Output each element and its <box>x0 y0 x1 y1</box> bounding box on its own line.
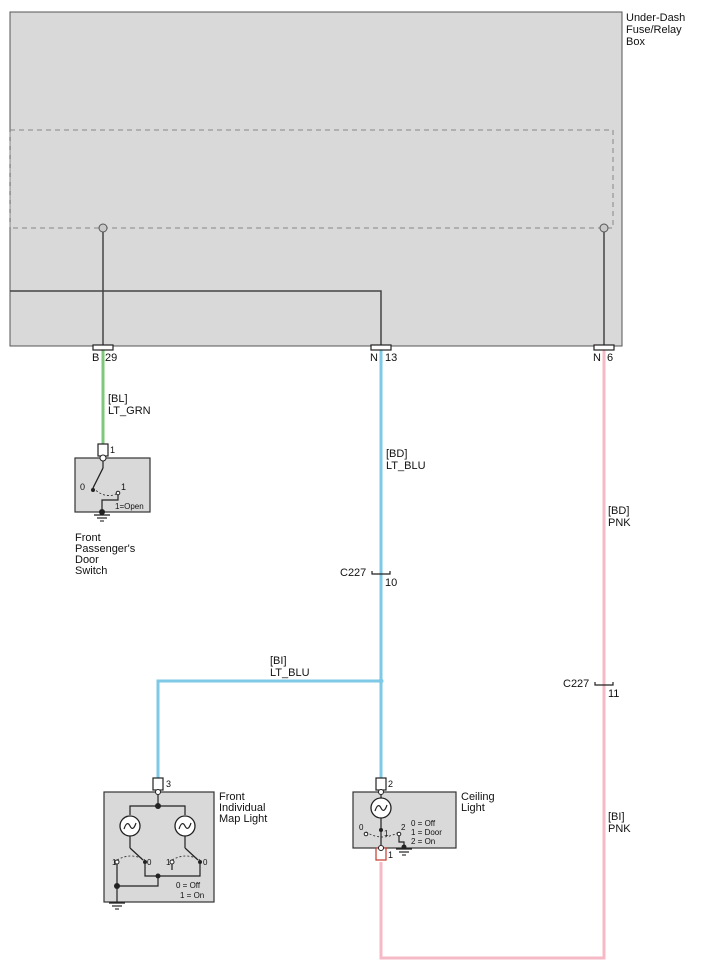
door-switch-label-line4: Switch <box>75 565 107 577</box>
door-switch-label-line1: Front <box>75 532 101 544</box>
fuse-box-node-right <box>599 223 609 233</box>
map-light-label-line1: Front <box>219 791 245 803</box>
pin-b29-number: 29 <box>105 352 117 364</box>
map-light-mark-right-1: 1 <box>166 858 171 867</box>
wire-pink-bottom-circuit: [BI] <box>608 811 625 823</box>
wire-blue-branch-color: LT_BLU <box>270 667 310 679</box>
pin-n13-number: 13 <box>385 352 397 364</box>
connector-c227-blue-name: C227 <box>340 567 366 579</box>
wire-pnk <box>379 350 606 960</box>
door-switch-pin-terminal <box>97 443 109 457</box>
fuse-box-title-line3: Box <box>626 36 645 48</box>
ceiling-light-pin-top-terminal <box>375 777 387 791</box>
fuse-box-title-line1: Under-Dash <box>626 12 685 24</box>
splice-node <box>378 678 384 684</box>
door-switch-label-line2: Passenger's <box>75 543 136 555</box>
map-light <box>103 777 215 910</box>
pin-n6-number: 6 <box>607 352 613 364</box>
door-switch-pin-number: 1 <box>110 445 115 455</box>
ceiling-light <box>352 777 457 861</box>
ceiling-light-label-line1: Ceiling <box>461 791 495 803</box>
pin-b29 <box>92 344 114 351</box>
ceiling-light-legend-on: 2 = On <box>411 837 435 846</box>
door-switch-contact <box>99 454 107 462</box>
map-light-mark-left-0: 0 <box>147 858 152 867</box>
connector-c227-blue-pin: 10 <box>385 577 397 589</box>
ceiling-light-mark-2: 2 <box>401 823 406 832</box>
map-light-pin-number: 3 <box>166 779 171 789</box>
door-switch-blade <box>92 467 104 489</box>
map-light-body <box>103 791 215 903</box>
door-switch-state-1: 1 <box>121 482 126 492</box>
pin-n6-connector: N <box>593 352 601 364</box>
fuse-box-title-line2: Fuse/Relay <box>626 24 682 36</box>
pin-n13-connector: N <box>370 352 378 364</box>
pin-n6 <box>593 344 615 351</box>
pin-n13 <box>370 344 392 351</box>
door-switch-legend: 1=Open <box>115 502 144 511</box>
ceiling-light-legend-door: 1 = Door <box>411 828 442 837</box>
map-light-legend-off: 0 = Off <box>176 881 201 890</box>
pin-b29-connector: B <box>92 352 99 364</box>
connector-c227-pink-name: C227 <box>563 678 589 690</box>
fuse-box-internal-wire <box>10 290 382 346</box>
map-light-mark-right-0: 0 <box>203 858 208 867</box>
door-switch-body <box>74 457 151 513</box>
map-light-mark-left-1: 1 <box>112 858 117 867</box>
connector-c227-pink-pin: 11 <box>608 688 619 700</box>
ceiling-light-mark-0: 0 <box>359 823 364 832</box>
ceiling-light-mark-1: 1 <box>384 829 389 838</box>
door-switch-label-line3: Door <box>75 554 99 566</box>
ceiling-light-pin-bottom-number: 1 <box>388 850 393 860</box>
fuse-box-node-left <box>98 223 108 233</box>
fuse-box-inner-dashed <box>9 129 614 229</box>
wire-blue-top-color: LT_BLU <box>386 460 426 472</box>
wire-blue-top-circuit: [BD] <box>386 448 407 460</box>
map-light-label-line3: Map Light <box>219 813 267 825</box>
wire-pink-top-color: PNK <box>608 517 631 529</box>
wire-pink-top-circuit: [BD] <box>608 505 629 517</box>
wire-green-color: LT_GRN <box>108 405 151 417</box>
wire-blue-branch-circuit: [BI] <box>270 655 287 667</box>
connector-c227-pink-symbol <box>594 682 614 686</box>
ceiling-light-label-line2: Light <box>461 802 485 814</box>
wire-lt-blu-branch <box>156 679 381 778</box>
map-light-pin-terminal <box>152 777 164 791</box>
ceiling-light-pin-top-number: 2 <box>388 779 393 789</box>
fuse-relay-box <box>9 11 623 347</box>
ceiling-light-body <box>352 791 457 849</box>
ceiling-light-legend-off: 0 = Off <box>411 819 436 828</box>
door-switch <box>74 443 151 522</box>
wire-pink-bottom-color: PNK <box>608 823 631 835</box>
connector-c227-blue-symbol <box>371 571 391 575</box>
wires <box>101 350 606 960</box>
map-light-label-line2: Individual <box>219 802 265 814</box>
door-switch-state-0: 0 <box>80 482 85 492</box>
fuse-box-body <box>9 11 623 347</box>
wire-green-circuit: [BL] <box>108 393 128 405</box>
map-light-legend-on: 1 = On <box>180 891 204 900</box>
